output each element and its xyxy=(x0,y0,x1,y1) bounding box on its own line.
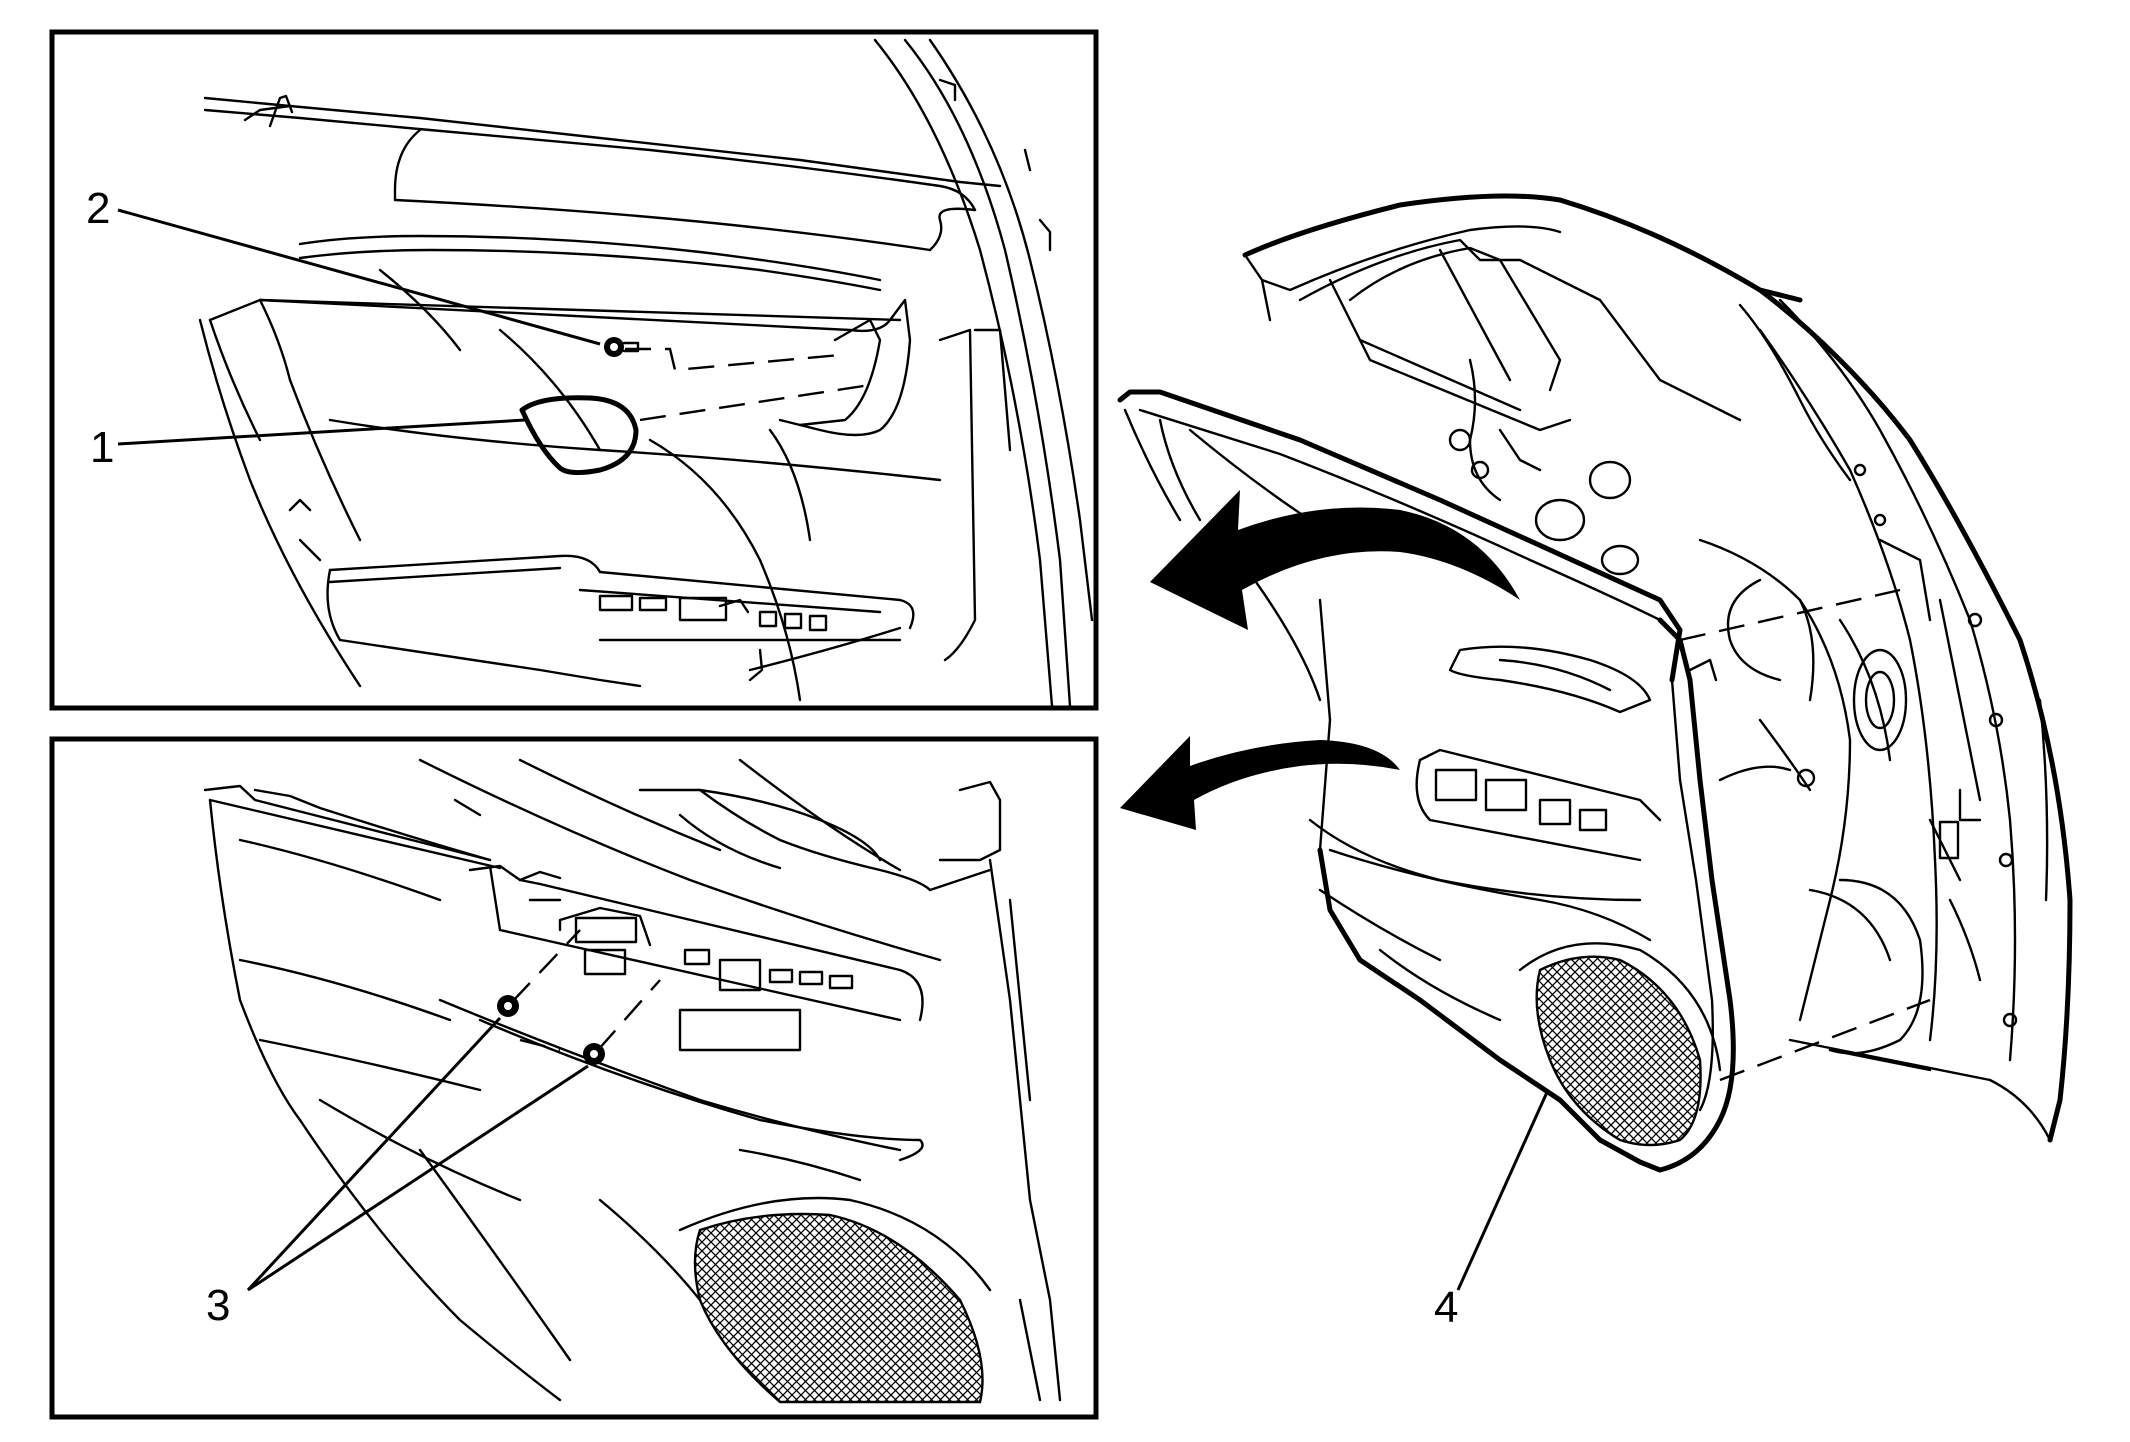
callout-4: 4 xyxy=(1434,1283,1458,1332)
detail-panel-switch-bezel: 3 xyxy=(49,736,1099,1420)
callout-1: 1 xyxy=(90,423,114,472)
callout-3: 3 xyxy=(206,1281,230,1330)
callout-4-leader xyxy=(1456,1089,1550,1291)
removal-arrow-lower xyxy=(1120,736,1400,830)
callout-2: 2 xyxy=(86,184,110,233)
removal-arrow-upper xyxy=(1150,490,1520,630)
detail-panel-pull-cup: 2 1 xyxy=(49,29,1099,711)
door-assembly xyxy=(1117,193,2073,1173)
screw-icon xyxy=(604,337,640,357)
trim-panel xyxy=(1117,389,1736,1173)
